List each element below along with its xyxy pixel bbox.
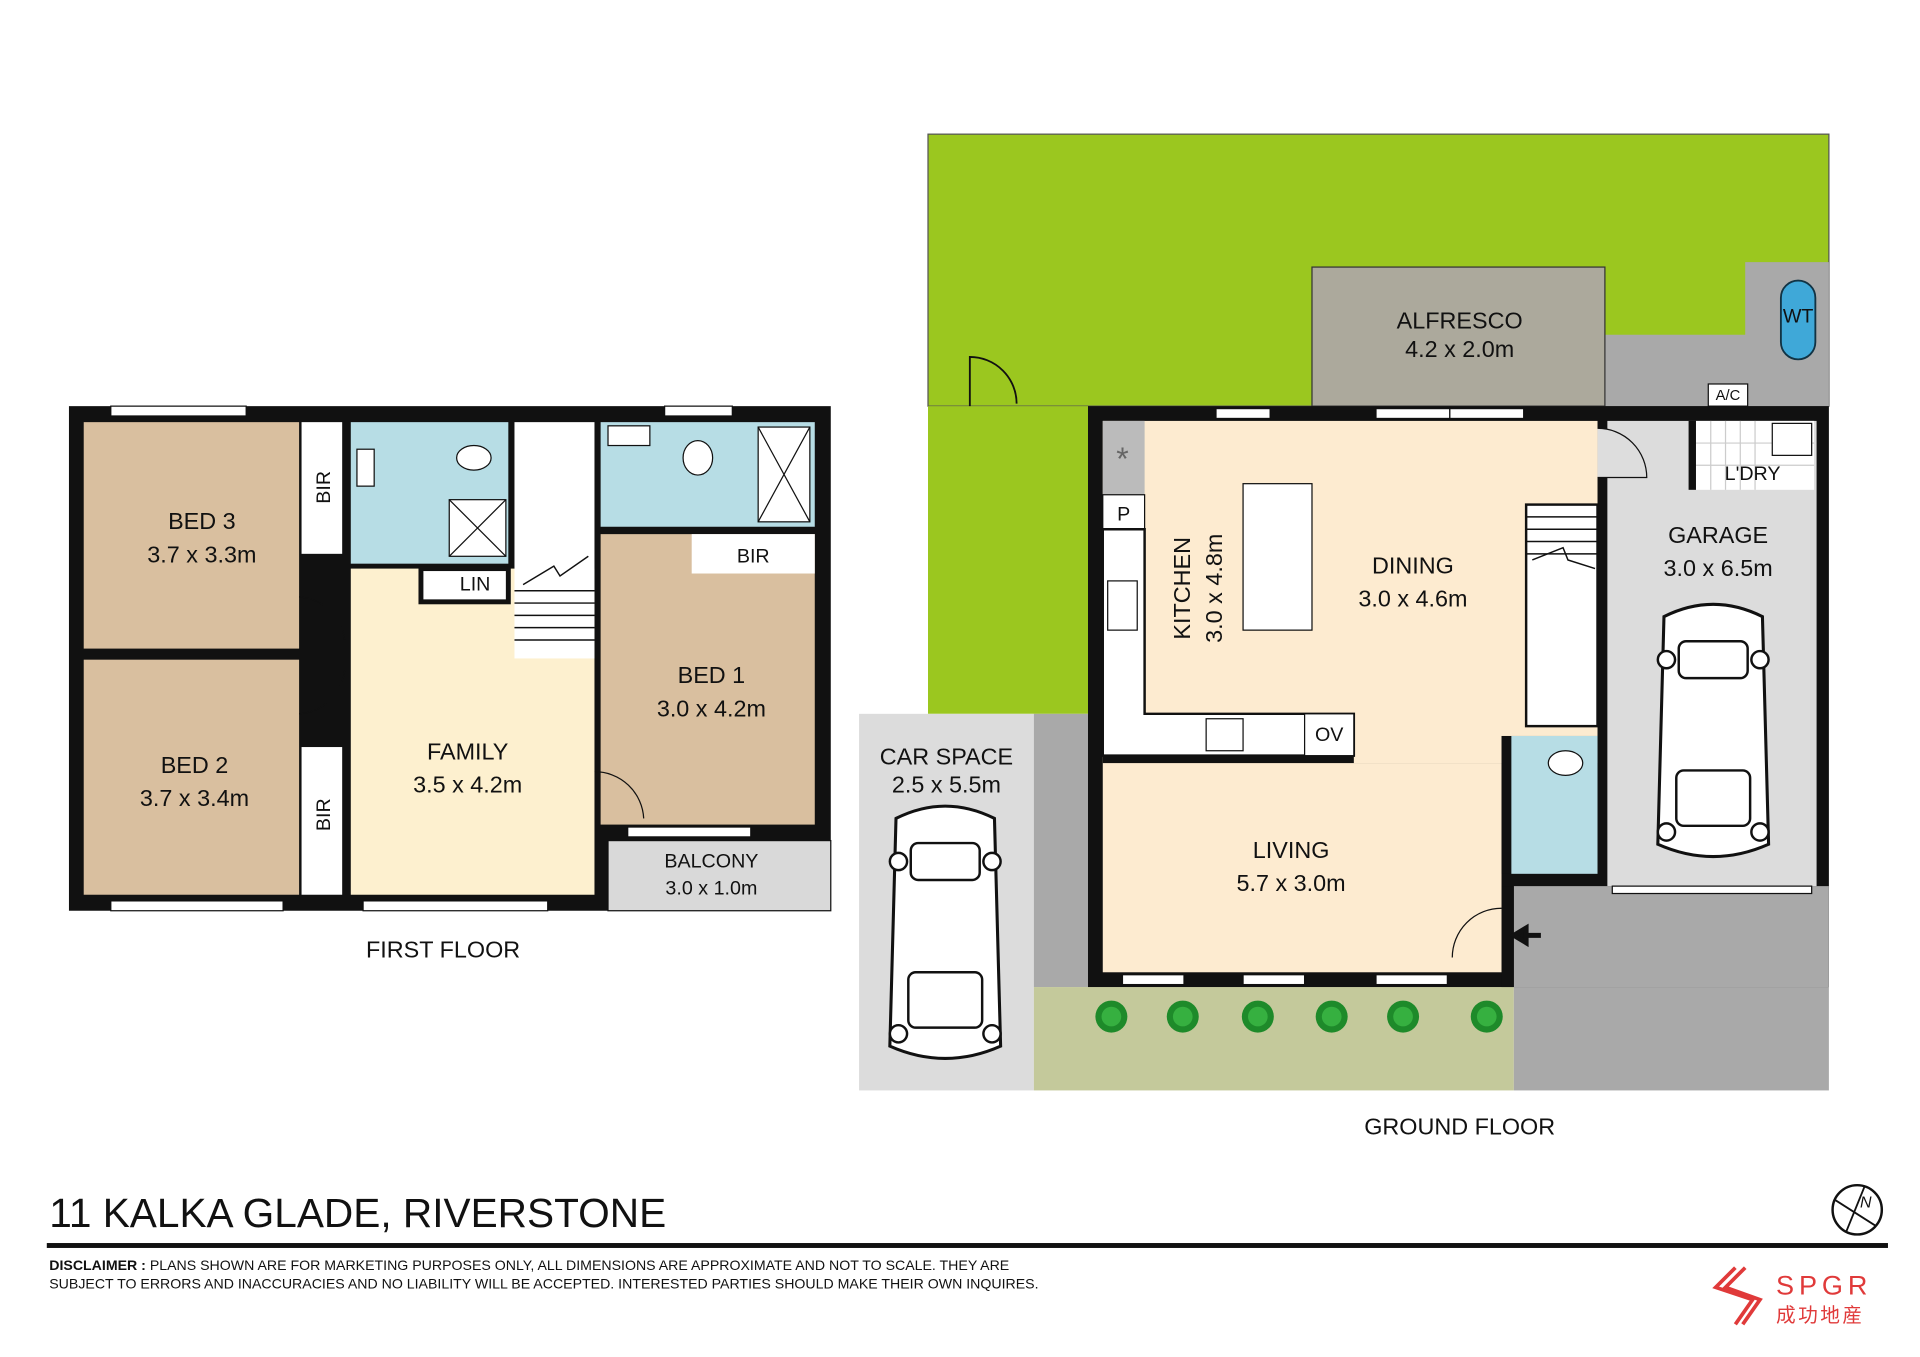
family-size: 3.5 x 4.2m xyxy=(413,772,522,798)
ground-floor-label: GROUND FLOOR xyxy=(1364,1114,1555,1140)
alfresco-size: 4.2 x 2.0m xyxy=(1405,336,1514,362)
bir-bed-1 xyxy=(691,534,815,574)
car-space-label: CAR SPACE xyxy=(880,743,1013,769)
bed-1-size: 3.0 x 4.2m xyxy=(657,695,766,721)
water-tank-label: WT xyxy=(1783,305,1814,327)
room-kitchen-dining xyxy=(1102,420,1598,764)
bir-bed-2-label: BIR xyxy=(313,798,335,831)
alfresco-label: ALFRESCO xyxy=(1397,308,1523,334)
pantry-label: P xyxy=(1117,504,1130,526)
dining-label: DINING xyxy=(1372,553,1454,579)
living-label: LIVING xyxy=(1253,837,1330,863)
entry-arrow-icon xyxy=(1509,923,1541,948)
ac-label: A/C xyxy=(1716,388,1741,404)
north-compass-icon: N xyxy=(1831,1183,1884,1236)
bed-1-label: BED 1 xyxy=(678,662,746,688)
room-bed-2 xyxy=(83,659,300,895)
logo-name: SPGR xyxy=(1776,1270,1872,1301)
oven-label: OV xyxy=(1315,724,1344,746)
stairs-ground xyxy=(1524,503,1599,728)
bed-3-size: 3.7 x 3.3m xyxy=(147,541,256,567)
dining-size: 3.0 x 4.6m xyxy=(1358,586,1467,612)
bir-bed-3-label: BIR xyxy=(313,471,335,504)
disclaimer-line-1: DISCLAIMER : PLANS SHOWN ARE FOR MARKETI… xyxy=(49,1257,1009,1273)
garage-label: GARAGE xyxy=(1668,522,1768,548)
kitchen-island xyxy=(1242,483,1313,631)
room-linen xyxy=(418,566,511,605)
room-bed-1 xyxy=(600,534,815,825)
linen-label: LIN xyxy=(460,574,491,596)
water-tank xyxy=(1779,279,1817,361)
balcony-label: BALCONY xyxy=(664,851,758,873)
ground-floor-plan: WT A/C L'DRY * P OV xyxy=(859,133,1830,1140)
family-label: FAMILY xyxy=(427,738,509,764)
room-living xyxy=(1102,763,1502,973)
spgr-logo: SPGR 成功地産 xyxy=(1712,1266,1872,1327)
property-address-title: 11 KALKA GLADE, RIVERSTONE xyxy=(49,1190,666,1236)
kitchen-label: KITCHEN xyxy=(1169,537,1195,640)
room-bed-3 xyxy=(83,422,300,649)
bed-2-size: 3.7 x 3.4m xyxy=(140,785,249,811)
disclaimer-line-2: SUBJECT TO ERRORS AND INACCURACIES AND N… xyxy=(49,1276,1038,1292)
garage-size: 3.0 x 6.5m xyxy=(1664,555,1773,581)
svg-text:N: N xyxy=(1860,1194,1872,1211)
first-floor-label: FIRST FLOOR xyxy=(366,937,520,963)
title-divider xyxy=(46,1243,1888,1248)
stairs-first xyxy=(514,422,595,659)
bed-3-label: BED 3 xyxy=(168,508,236,534)
kitchen-size: 3.0 x 4.8m xyxy=(1201,534,1227,643)
balcony xyxy=(607,839,832,912)
logo-subtitle: 成功地産 xyxy=(1776,1305,1865,1327)
laundry-label: L'DRY xyxy=(1725,463,1781,485)
svg-text:*: * xyxy=(1116,441,1128,477)
balcony-size: 3.0 x 1.0m xyxy=(665,878,757,900)
first-floor-plan: BED 3 3.7 x 3.3m BED 2 3.7 x 3.4m FAMILY… xyxy=(68,405,832,963)
alfresco xyxy=(1311,266,1606,407)
bir-bed-2 xyxy=(301,747,343,895)
bir-bed-1-label: BIR xyxy=(737,545,770,567)
car-space-size: 2.5 x 5.5m xyxy=(892,772,1001,798)
living-size: 5.7 x 3.0m xyxy=(1236,870,1345,896)
bed-2-label: BED 2 xyxy=(161,752,229,778)
bir-bed-3 xyxy=(301,422,343,554)
